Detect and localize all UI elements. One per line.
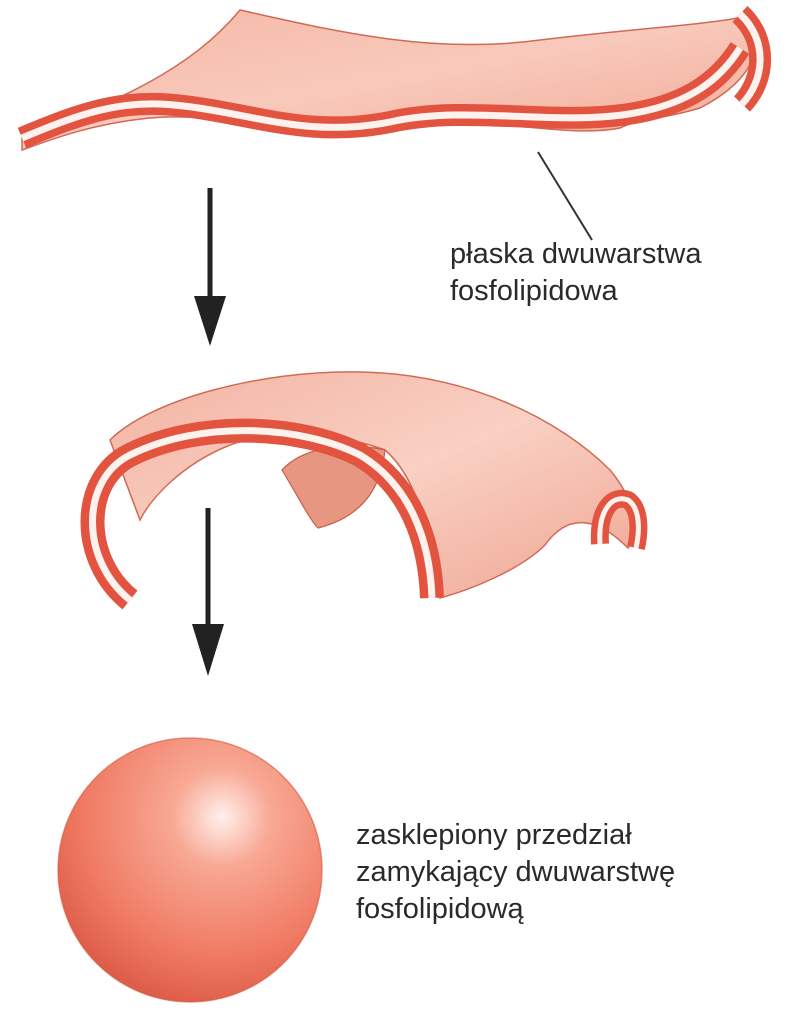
label-pointer-line (538, 152, 592, 240)
sealed-compartment-label: zasklepiony przedział zamykający dwuwars… (356, 817, 675, 928)
arrow-down-1 (194, 188, 226, 346)
sealed-compartment-label-line-1: zasklepiony przedział (356, 817, 675, 854)
sealed-compartment-label-line-3: fosfolipidową (356, 891, 675, 928)
sealed-compartment-label-line-2: zamykający dwuwarstwę (356, 854, 675, 891)
flat-bilayer-sheet (22, 10, 760, 150)
arrow-down-2 (192, 508, 224, 676)
sealed-vesicle-sphere (58, 738, 322, 1002)
curving-bilayer-sheet (93, 372, 639, 600)
flat-bilayer-label: płaska dwuwarstwa fosfolipidowa (450, 236, 701, 310)
flat-bilayer-label-line-2: fosfolipidowa (450, 273, 701, 310)
flat-bilayer-label-line-1: płaska dwuwarstwa (450, 236, 701, 273)
